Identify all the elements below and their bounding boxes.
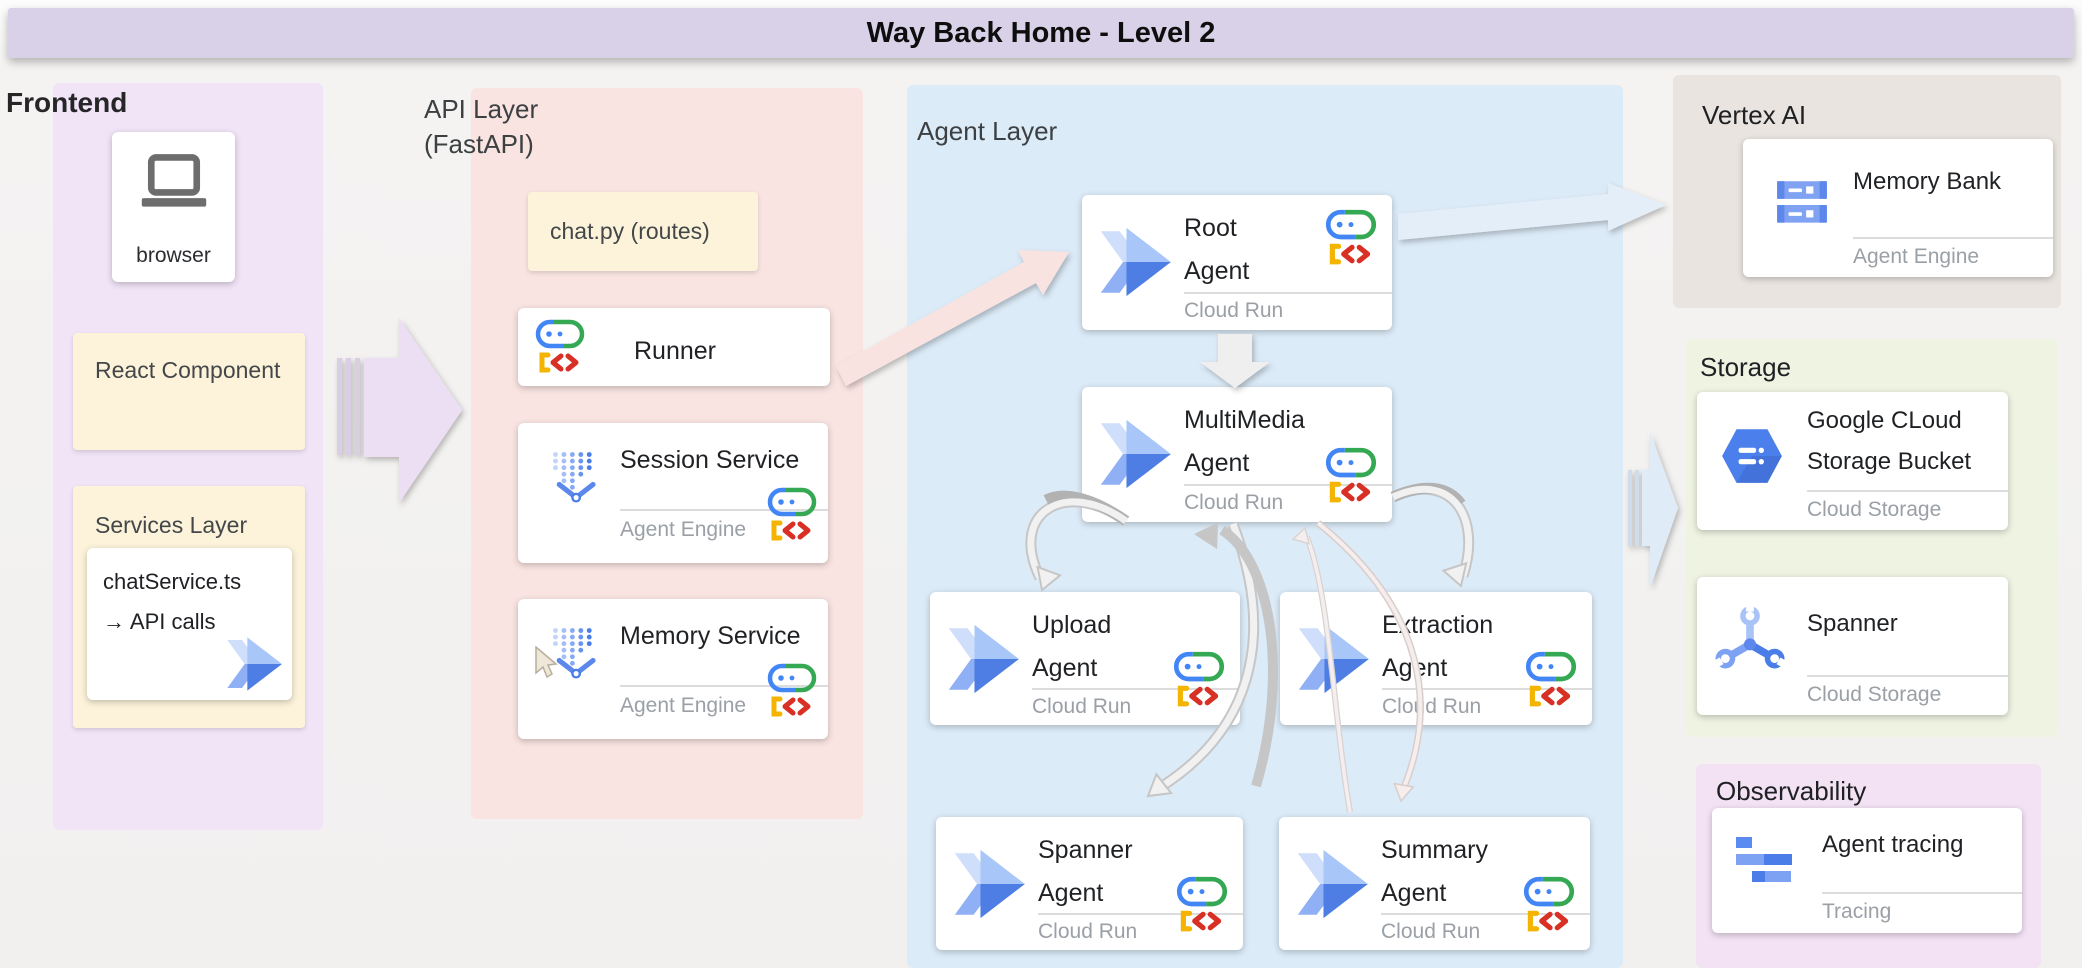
adk-icon xyxy=(1325,447,1377,503)
adk-icon xyxy=(767,487,817,541)
runner-title: Runner xyxy=(634,337,716,365)
session-service-card[interactable]: Session Service Agent Engine xyxy=(518,423,828,563)
root-agent-caption: Cloud Run xyxy=(1184,299,1284,322)
spanner-storage-caption: Cloud Storage xyxy=(1807,683,1942,706)
chat-py-card[interactable]: chat.py (routes) xyxy=(528,192,758,271)
react-component-card[interactable]: React Component xyxy=(73,333,305,450)
multimedia-agent-caption: Cloud Run xyxy=(1184,491,1284,514)
agent-double-arrow-icon xyxy=(1100,419,1171,489)
session-service-caption: Agent Engine xyxy=(620,518,747,541)
divider xyxy=(1382,688,1592,690)
agent-double-arrow-icon xyxy=(227,637,282,691)
arrow-frontend-to-api[interactable] xyxy=(337,318,462,503)
adk-icon xyxy=(535,319,585,373)
storage-label: Storage xyxy=(1700,352,1792,382)
memory-service-title: Memory Service xyxy=(620,622,801,650)
upload-agent-caption: Cloud Run xyxy=(1032,695,1132,718)
divider xyxy=(620,685,828,687)
summary-agent-caption: Cloud Run xyxy=(1381,920,1481,943)
adk-icon xyxy=(767,663,817,717)
memory-bank-card[interactable]: Memory Bank Agent Engine xyxy=(1743,139,2053,277)
agent-engine-icon xyxy=(553,452,596,503)
spanner-wrench-icon xyxy=(1715,605,1785,669)
spanner-storage-card[interactable]: Spanner Cloud Storage xyxy=(1697,577,2008,715)
extraction-agent-caption: Cloud Run xyxy=(1382,695,1482,718)
agent-double-arrow-icon xyxy=(954,849,1025,919)
adk-icon xyxy=(1325,209,1377,265)
adk-icon xyxy=(1173,651,1225,707)
divider xyxy=(620,509,828,511)
mouse-pointer xyxy=(535,646,558,678)
agent-double-arrow-icon xyxy=(948,624,1019,694)
memory-service-card[interactable]: Memory Service Agent Engine xyxy=(518,599,828,739)
divider xyxy=(1184,292,1392,294)
react-component-label: React Component xyxy=(95,357,281,383)
divider xyxy=(1381,913,1590,915)
browser-card[interactable]: browser xyxy=(112,132,235,282)
observability-label: Observability xyxy=(1716,776,1867,806)
agent-tracing-card[interactable]: Agent tracing Tracing xyxy=(1712,808,2022,933)
divider xyxy=(1184,484,1392,486)
spanner-agent-caption: Cloud Run xyxy=(1038,920,1138,943)
session-service-title: Session Service xyxy=(620,446,800,474)
agent-double-arrow-icon xyxy=(1100,227,1171,297)
server-stack-icon xyxy=(1777,181,1827,223)
divider xyxy=(1853,237,2053,239)
services-layer-card[interactable]: Services Layer chatService.ts → API call… xyxy=(73,486,305,728)
agent-engine-icon xyxy=(553,628,596,679)
divider xyxy=(1807,675,2008,677)
memory-service-caption: Agent Engine xyxy=(620,694,747,717)
divider xyxy=(1038,913,1243,915)
adk-icon xyxy=(1523,876,1575,932)
vertex-ai-label: Vertex AI xyxy=(1702,100,1807,130)
agent-tracing-title: Agent tracing xyxy=(1822,831,1964,858)
browser-card-label: browser xyxy=(136,244,211,267)
services-layer-label: Services Layer xyxy=(95,512,248,538)
chat-py-label: chat.py (routes) xyxy=(550,218,710,244)
laptop-icon xyxy=(141,154,207,207)
adk-icon xyxy=(1176,876,1228,932)
chat-service-label: chatService.ts → API calls xyxy=(103,569,242,634)
agent-tracing-caption: Tracing xyxy=(1822,900,1892,923)
divider xyxy=(1032,688,1240,690)
memory-bank-caption: Agent Engine xyxy=(1853,245,1980,268)
api-layer-label: API Layer (FastAPI) xyxy=(424,94,539,160)
page-title: Way Back Home - Level 2 xyxy=(866,16,1216,49)
spanner-storage-title: Spanner xyxy=(1807,610,1898,637)
memory-bank-title: Memory Bank xyxy=(1853,168,2002,195)
agent-double-arrow-icon xyxy=(1298,624,1369,694)
adk-icon xyxy=(1525,651,1577,707)
agent-double-arrow-icon xyxy=(1297,849,1368,919)
divider xyxy=(1807,490,2008,492)
arrow-agents-to-storage[interactable] xyxy=(1628,432,1678,588)
title-bar[interactable]: Way Back Home - Level 2 xyxy=(8,8,2074,58)
frontend-label: Frontend xyxy=(6,87,128,118)
gcs-bucket-caption: Cloud Storage xyxy=(1807,498,1942,521)
trace-gantt-icon xyxy=(1736,837,1792,882)
cloud-storage-hexagon-icon xyxy=(1722,429,1782,483)
agent-layer-label: Agent Layer xyxy=(917,116,1058,146)
runner-card[interactable]: Runner xyxy=(518,308,830,386)
chat-service-card[interactable]: chatService.ts → API calls xyxy=(87,548,292,700)
divider xyxy=(1822,892,2022,894)
